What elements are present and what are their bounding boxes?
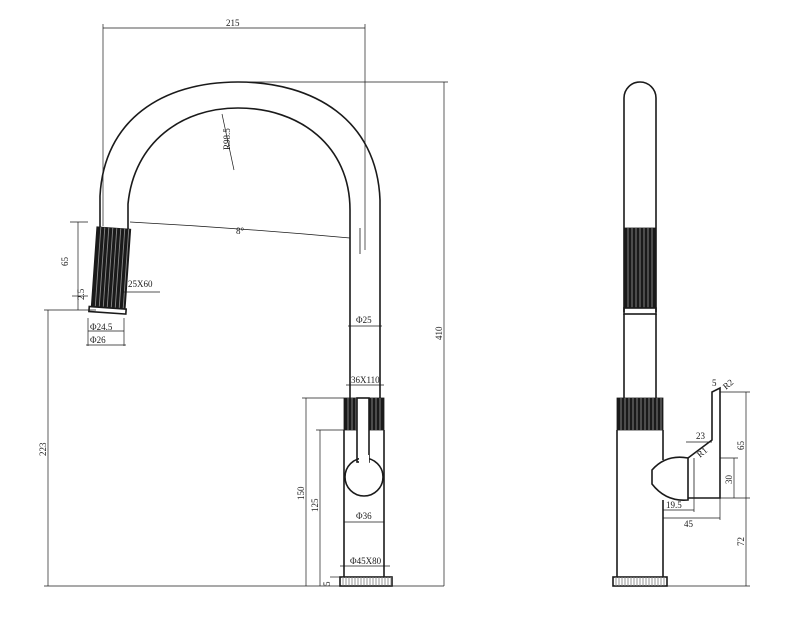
handle-chamfer-label: R2: [721, 377, 735, 391]
knurl-ridge: [102, 227, 110, 308]
overall-reach-label: 215: [226, 18, 240, 28]
lever-height-label: 125: [310, 498, 320, 512]
spray-head-ridges: [94, 227, 130, 309]
spray-outer-dia-label: Φ26: [90, 335, 106, 345]
knurl-ridge: [114, 228, 122, 309]
side-base-ridges: [615, 577, 665, 586]
handle-fillet-label: R1: [695, 445, 709, 459]
knurl-ridge: [122, 229, 130, 309]
side-spray-tip: [623, 307, 657, 315]
knurl-ridge: [94, 227, 102, 307]
handle-top-label: 5: [712, 378, 717, 388]
handle-width-label: 23: [696, 431, 706, 441]
side-lever-handle: [687, 386, 721, 499]
handle-height-label: 30: [724, 475, 734, 485]
spray-head-tip: [88, 305, 128, 315]
knurl-ridge: [118, 228, 126, 309]
lever-hub: [344, 457, 384, 497]
knurl-ridge: [98, 227, 106, 308]
spout-inner-curve: [127, 107, 351, 400]
lever-stem: [356, 397, 370, 463]
knurl-ridge: [110, 228, 118, 309]
knurl-ridge: [106, 227, 114, 308]
collar-spec-label: 36X110: [351, 375, 380, 385]
handle-stem-label: 19.5: [666, 500, 682, 510]
radius-leader: [221, 113, 235, 171]
base-spec-label: Φ45X80: [350, 556, 382, 566]
spray-offset-label: 2.5: [76, 288, 86, 300]
spout-angle-label: 8°: [236, 226, 245, 236]
base-plate: [339, 576, 393, 587]
spray-outlet-height-label: 223: [38, 442, 48, 456]
side-spray-ridges: [627, 228, 653, 308]
spray-inner-dia-label: Φ24.5: [90, 322, 113, 332]
body-height-label: 150: [296, 486, 306, 500]
spray-head-knurl: [90, 226, 132, 310]
handle-mount-height-label: 72: [736, 537, 746, 546]
spout-radius-label: R98.5: [222, 128, 232, 150]
front-view: R98.5 8° 65 2.5 25X60 Φ24.5 Φ26 215: [38, 18, 448, 587]
side-collar-knurl: [616, 397, 664, 431]
spray-head-length-label: 65: [60, 257, 70, 267]
spout-tube-dia-label: Φ25: [356, 315, 372, 325]
base-thickness-label: 5: [322, 581, 332, 586]
angle-arc: [129, 221, 351, 239]
side-lever-hub: [651, 456, 689, 501]
side-collar-ridges: [620, 398, 662, 430]
base-ridges: [342, 577, 392, 586]
spray-head: [88, 226, 132, 315]
lever-joint: [359, 455, 369, 463]
handle-reach-label: 45: [684, 519, 694, 529]
spray-spec-label: 25X60: [128, 279, 153, 289]
spout-outer-curve: [99, 81, 381, 400]
side-view: 5 R2 23 R1 65 30 19.5 45 72: [612, 81, 750, 587]
handle-length-label: 65: [736, 441, 746, 451]
overall-height-label: 410: [434, 326, 444, 340]
body-dia-label: Φ36: [356, 511, 372, 521]
side-spout-tube: [623, 81, 657, 312]
